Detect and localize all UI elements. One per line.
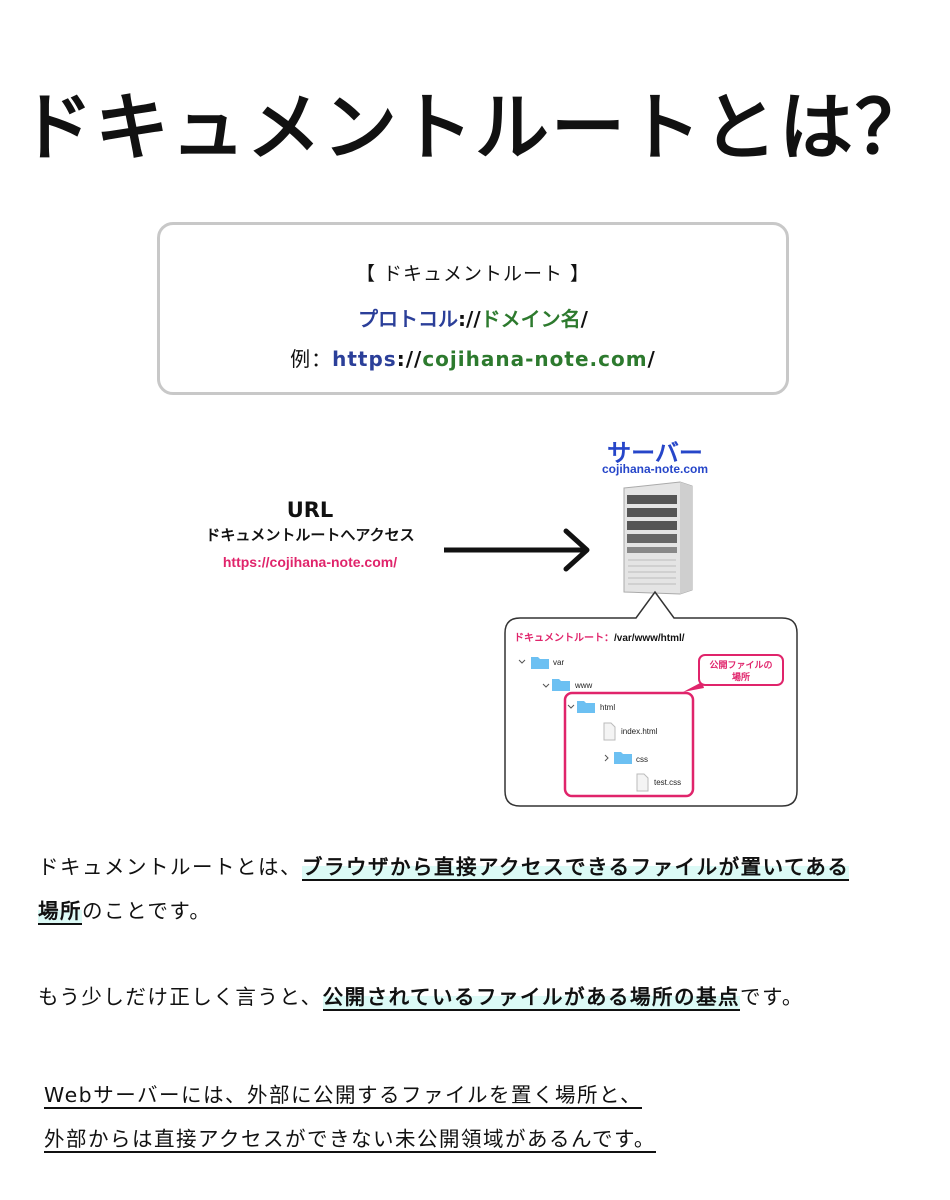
paragraph-1: ドキュメントルートとは、ブラウザから直接アクセスできるファイルが置いてある場所の… bbox=[38, 845, 850, 933]
tree-item-index: index.html bbox=[621, 727, 658, 736]
p3-line1: Webサーバーには、外部に公開するファイルを置く場所と、 bbox=[44, 1083, 643, 1109]
chevron-right-icon bbox=[604, 754, 609, 762]
file-icon bbox=[603, 722, 616, 741]
formula-separator: :// bbox=[458, 307, 481, 331]
arrow-head bbox=[563, 528, 590, 572]
url-link: https://cojihana-note.com/ bbox=[222, 554, 398, 570]
public-tag-line2: 場所 bbox=[731, 672, 750, 682]
chevron-down-icon bbox=[542, 683, 550, 688]
server-icon bbox=[623, 481, 693, 595]
p1-highlight-place: 場所 bbox=[38, 899, 82, 925]
definition-box: 【 ドキュメントルート 】 プロトコル://ドメイン名/ 例：https://c… bbox=[157, 222, 789, 395]
p2-end: です。 bbox=[739, 985, 804, 1009]
p2-intro: もう少しだけ正しく言うと、 bbox=[38, 985, 323, 1009]
docroot-label: ドキュメントルート： bbox=[514, 633, 614, 644]
url-example: 例：https://cojihana-note.com/ bbox=[160, 343, 786, 372]
formula-protocol: プロトコル bbox=[358, 307, 459, 331]
chevron-down-icon bbox=[567, 704, 575, 709]
public-files-tag: 公開ファイルの 場所 bbox=[698, 654, 784, 686]
folder-icon bbox=[577, 701, 595, 713]
public-area-box bbox=[563, 691, 695, 798]
paragraph-3: Webサーバーには、外部に公開するファイルを置く場所と、外部からは直接アクセスが… bbox=[44, 1073, 656, 1161]
example-prefix: 例： bbox=[290, 347, 333, 371]
chevron-down-icon bbox=[518, 659, 526, 664]
tree-item-www: www bbox=[575, 681, 593, 690]
tree-item-var: var bbox=[553, 658, 565, 667]
definition-heading: 【 ドキュメントルート 】 bbox=[355, 263, 591, 285]
public-tag-line1: 公開ファイルの bbox=[709, 660, 773, 670]
p1-highlight: ブラウザから直接アクセスできるファイルが置いてある bbox=[302, 855, 850, 881]
docroot-path: /var/www/html/ bbox=[614, 633, 685, 644]
url-label: URL bbox=[286, 498, 334, 522]
example-protocol: https bbox=[332, 347, 397, 371]
example-slash: / bbox=[647, 347, 656, 371]
example-domain: cojihana-note.com bbox=[422, 347, 648, 371]
server-title: サーバー bbox=[607, 439, 703, 467]
folder-icon bbox=[552, 679, 570, 691]
tree-item-css: css bbox=[636, 755, 648, 764]
public-tag-pointer bbox=[683, 682, 704, 692]
url-formula: プロトコル://ドメイン名/ bbox=[160, 303, 786, 332]
p1-end: のことです。 bbox=[82, 899, 212, 923]
p2-highlight: 公開されているファイルがある場所の基点 bbox=[322, 985, 740, 1011]
file-icon bbox=[636, 773, 649, 792]
tree-item-test: test.css bbox=[654, 778, 682, 787]
folder-icon bbox=[614, 752, 632, 764]
folder-icon bbox=[531, 657, 549, 669]
example-separator: :// bbox=[396, 347, 423, 371]
url-access-caption: ドキュメントルートへアクセス bbox=[205, 526, 415, 544]
page-title: ドキュメントルートとは？ bbox=[19, 85, 931, 171]
docroot-bubble bbox=[504, 590, 798, 807]
paragraph-2: もう少しだけ正しく言うと、公開されているファイルがある場所の基点です。 bbox=[38, 975, 804, 1019]
server-domain: cojihana-note.com bbox=[601, 462, 708, 476]
p1-intro: ドキュメントルートとは、 bbox=[38, 855, 302, 879]
formula-slash: / bbox=[580, 307, 588, 331]
p3-line2: 外部からは直接アクセスができない未公開領域があるんです。 bbox=[44, 1127, 656, 1153]
docroot-path-label: ドキュメントルート：/var/www/html/ bbox=[514, 629, 685, 644]
tree-item-html: html bbox=[600, 703, 616, 712]
formula-domain: ドメイン名 bbox=[480, 307, 581, 331]
